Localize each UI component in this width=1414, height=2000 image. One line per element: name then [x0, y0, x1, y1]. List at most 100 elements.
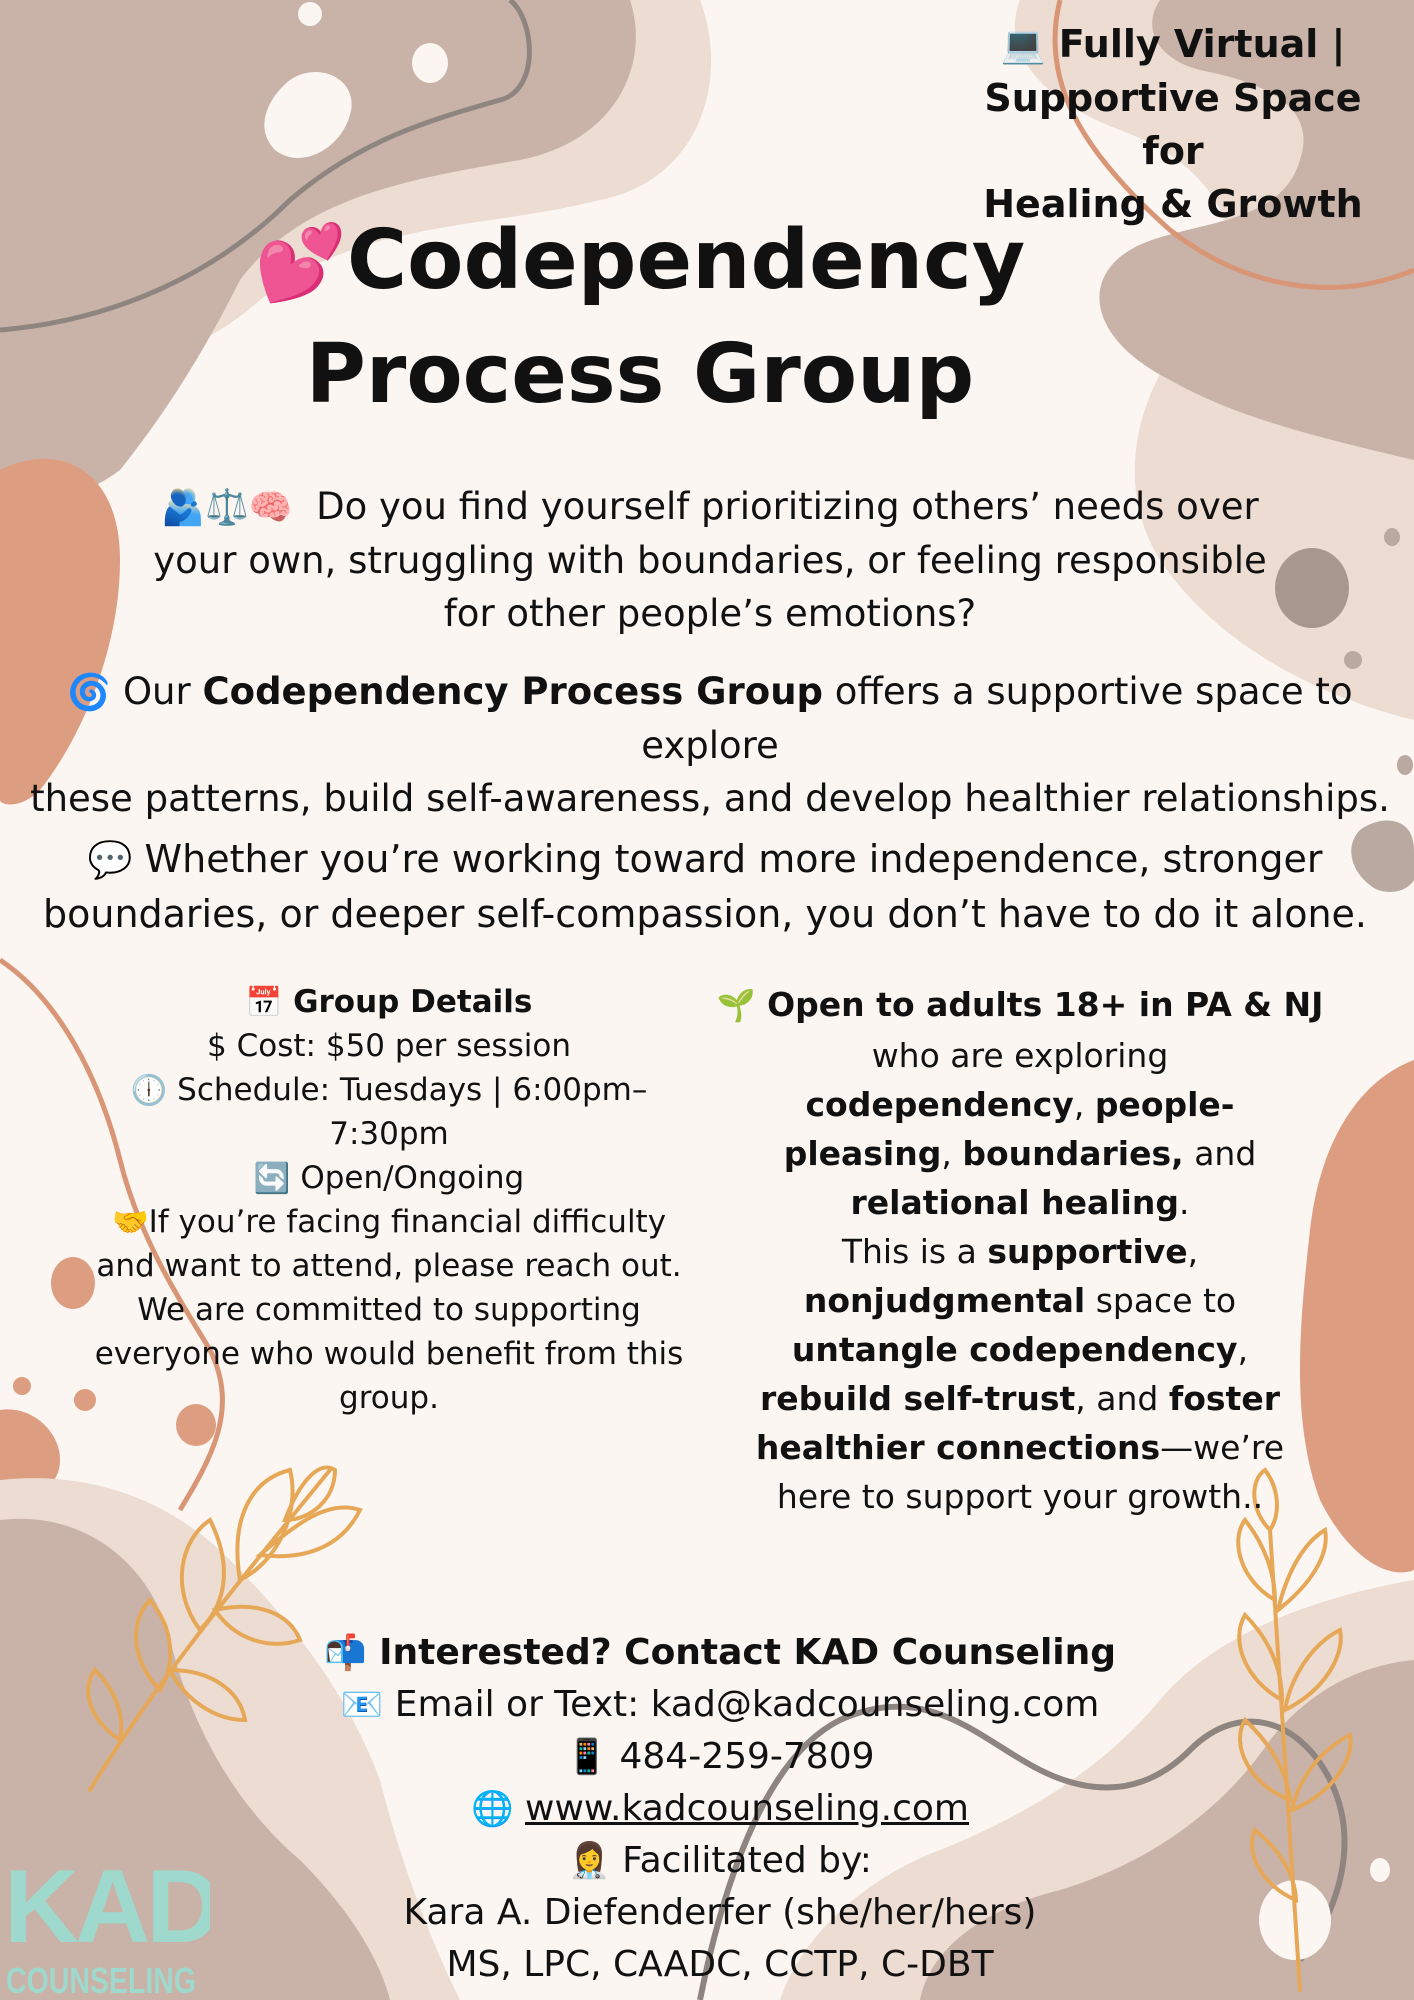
speech-bubble-icon: 💬 — [87, 839, 133, 881]
repeat-icon: 🔄 — [253, 1161, 291, 1195]
virtual-tagline: 💻 Fully Virtual | Supportive Space for H… — [958, 18, 1388, 231]
dot-top-left-white-small — [298, 2, 322, 26]
audience-heading-text: Open to adults 18+ in PA & NJ — [767, 985, 1324, 1024]
term-people: people- — [1094, 1085, 1235, 1124]
title-line-1: 💕Codependency — [230, 205, 1050, 319]
health-worker-icon: 👩‍⚕️ — [568, 1841, 611, 1881]
line-top-left-gray — [0, 0, 532, 333]
audience-line-3: codependency, people- — [700, 1080, 1340, 1129]
comma-3: , — [1187, 1232, 1199, 1271]
details-heading: 📅 Group Details — [92, 980, 686, 1024]
offer-line-1: 🌀 Our Codependency Process Group offers … — [10, 665, 1410, 772]
this-is-a: This is a — [841, 1232, 977, 1271]
details-financial-1: 🤝If you’re facing financial difficulty — [92, 1200, 686, 1244]
contact-section: 📬 Interested? Contact KAD Counseling 📧 E… — [220, 1627, 1220, 1991]
dot-left-terracotta-tiny — [13, 1377, 31, 1395]
title-line-2: Process Group — [305, 327, 975, 422]
contact-phone-text[interactable]: 484-259-7809 — [619, 1736, 875, 1777]
comma-2: , — [941, 1134, 952, 1173]
period-1: . — [1178, 1183, 1190, 1222]
dot-left-terracotta-mid — [176, 1404, 216, 1446]
offer-pre: Our — [122, 670, 191, 713]
dot-top-left-white — [412, 43, 448, 83]
term-rebuild: rebuild self-trust — [760, 1379, 1076, 1418]
details-financial-text-1: If you’re facing financial difficulty — [148, 1204, 667, 1240]
two-hearts-icon: 💕 — [254, 220, 347, 306]
contact-email[interactable]: 📧 Email or Text: kad@kadcounseling.com — [220, 1679, 1220, 1731]
details-financial-2: and want to attend, please reach out. — [96, 1248, 682, 1284]
intro-line-1: 🫂⚖️🧠 Do you find yourself prioritizing o… — [120, 480, 1300, 534]
dot-right-gray-edge — [1397, 755, 1413, 775]
contact-facilitated: 👩‍⚕️ Facilitated by: — [220, 1835, 1220, 1887]
website-link[interactable]: www.kadcounseling.com — [525, 1788, 969, 1829]
comma-4: , — [1237, 1330, 1249, 1369]
not-alone-message: 💬 Whether you’re working toward more ind… — [30, 832, 1380, 941]
audience-description: 🌱 Open to adults 18+ in PA & NJ who are … — [700, 980, 1340, 1521]
offer-group-name: Codependency Process Group — [202, 670, 824, 713]
alone-line-2: boundaries, or deeper self-compassion, y… — [42, 892, 1368, 936]
details-schedule: 🕕 Schedule: Tuesdays | 6:00pm– — [92, 1068, 686, 1112]
contact-website[interactable]: 🌐 www.kadcounseling.com — [220, 1783, 1220, 1835]
intro-line-2: your own, struggling with boundaries, or… — [153, 539, 1267, 582]
comma-1: , — [1073, 1085, 1085, 1124]
intro-text-1: Do you find yourself prioritizing others… — [316, 485, 1259, 528]
term-pleasing: pleasing — [783, 1134, 942, 1173]
dot-right-gray-small — [1344, 651, 1362, 669]
and-1: and — [1194, 1134, 1257, 1173]
email-icon: 📧 — [340, 1685, 384, 1725]
details-ongoing: 🔄 Open/Ongoing — [92, 1156, 686, 1200]
dot-right-gray-tiny — [1384, 528, 1400, 546]
term-healthier-connections: healthier connections — [755, 1428, 1161, 1467]
term-boundaries: boundaries, — [962, 1134, 1184, 1173]
blob-top-left-white — [264, 72, 352, 158]
details-financial-4: everyone who would benefit from this — [94, 1336, 684, 1372]
audience-heading: 🌱 Open to adults 18+ in PA & NJ — [700, 980, 1340, 1031]
term-supportive: supportive — [987, 1232, 1188, 1271]
contact-phone[interactable]: 📱 484-259-7809 — [220, 1731, 1220, 1783]
leaf-branch-right — [1236, 1467, 1353, 1992]
details-cost-text: Cost: $50 per session — [236, 1028, 571, 1064]
audience-line-7: nonjudgmental space to — [700, 1276, 1340, 1325]
calendar-icon: 📅 — [245, 985, 283, 1019]
audience-line-6: This is a supportive, — [700, 1227, 1340, 1276]
details-cost: $ Cost: $50 per session — [92, 1024, 686, 1068]
alone-line-1: 💬 Whether you’re working toward more ind… — [30, 832, 1380, 887]
line-top-right-terracotta — [1052, 0, 1414, 290]
logo-word: COUNSELING — [6, 1960, 196, 2000]
we-are: —we’re — [1160, 1428, 1285, 1467]
blob-right-terracotta — [1300, 1060, 1414, 1573]
offer-paragraph: 🌀 Our Codependency Process Group offers … — [10, 665, 1410, 825]
details-financial-3: We are committed to supporting — [137, 1292, 641, 1328]
audience-line-9: rebuild self-trust, and foster — [700, 1374, 1340, 1423]
kad-counseling-logo: KAD COUNSELING — [4, 1850, 210, 2000]
audience-line-10: healthier connections—we’re — [700, 1423, 1340, 1472]
details-schedule-text: Schedule: Tuesdays | 6:00pm– — [177, 1072, 648, 1108]
contact-heading-text: Interested? Contact KAD Counseling — [379, 1632, 1117, 1673]
term-codependency: codependency — [805, 1085, 1074, 1124]
dot-right-gray — [1275, 548, 1349, 628]
mailbox-icon: 📬 — [323, 1633, 367, 1673]
leaf-branch-left — [86, 1465, 363, 1792]
blob-top-left-taupe — [0, 0, 636, 504]
title-text-1: Codependency — [346, 213, 1026, 308]
contact-email-text[interactable]: Email or Text: kad@kadcounseling.com — [394, 1684, 1100, 1725]
blob-bottom-left-taupe — [0, 1518, 390, 2000]
blob-left-terracotta-lower — [0, 1409, 60, 1497]
audience-line-4: pleasing, boundaries, and — [700, 1129, 1340, 1178]
facilitator-credentials: MS, LPC, CAADC, CCTP, C-DBT — [446, 1944, 994, 1985]
handshake-icon: 🤝 — [111, 1205, 149, 1239]
details-schedule-cont: 7:30pm — [329, 1116, 449, 1152]
dot-left-terracotta-small — [74, 1389, 96, 1411]
line-bottom-right-gray — [697, 1703, 1348, 2000]
page-title: 💕Codependency Process Group — [230, 205, 1050, 431]
logo-mark: KAD — [4, 1850, 210, 1965]
blob-top-right-taupe — [1099, 0, 1414, 460]
details-financial-5: group. — [339, 1380, 439, 1416]
globe-icon: 🌐 — [471, 1789, 514, 1829]
phone-icon: 📱 — [565, 1737, 609, 1777]
space-to: space to — [1095, 1281, 1237, 1320]
audience-line-11: here to support your growth.. — [776, 1477, 1264, 1516]
group-details: 📅 Group Details $ Cost: $50 per session … — [92, 980, 686, 1420]
intro-question: 🫂⚖️🧠 Do you find yourself prioritizing o… — [120, 480, 1300, 640]
